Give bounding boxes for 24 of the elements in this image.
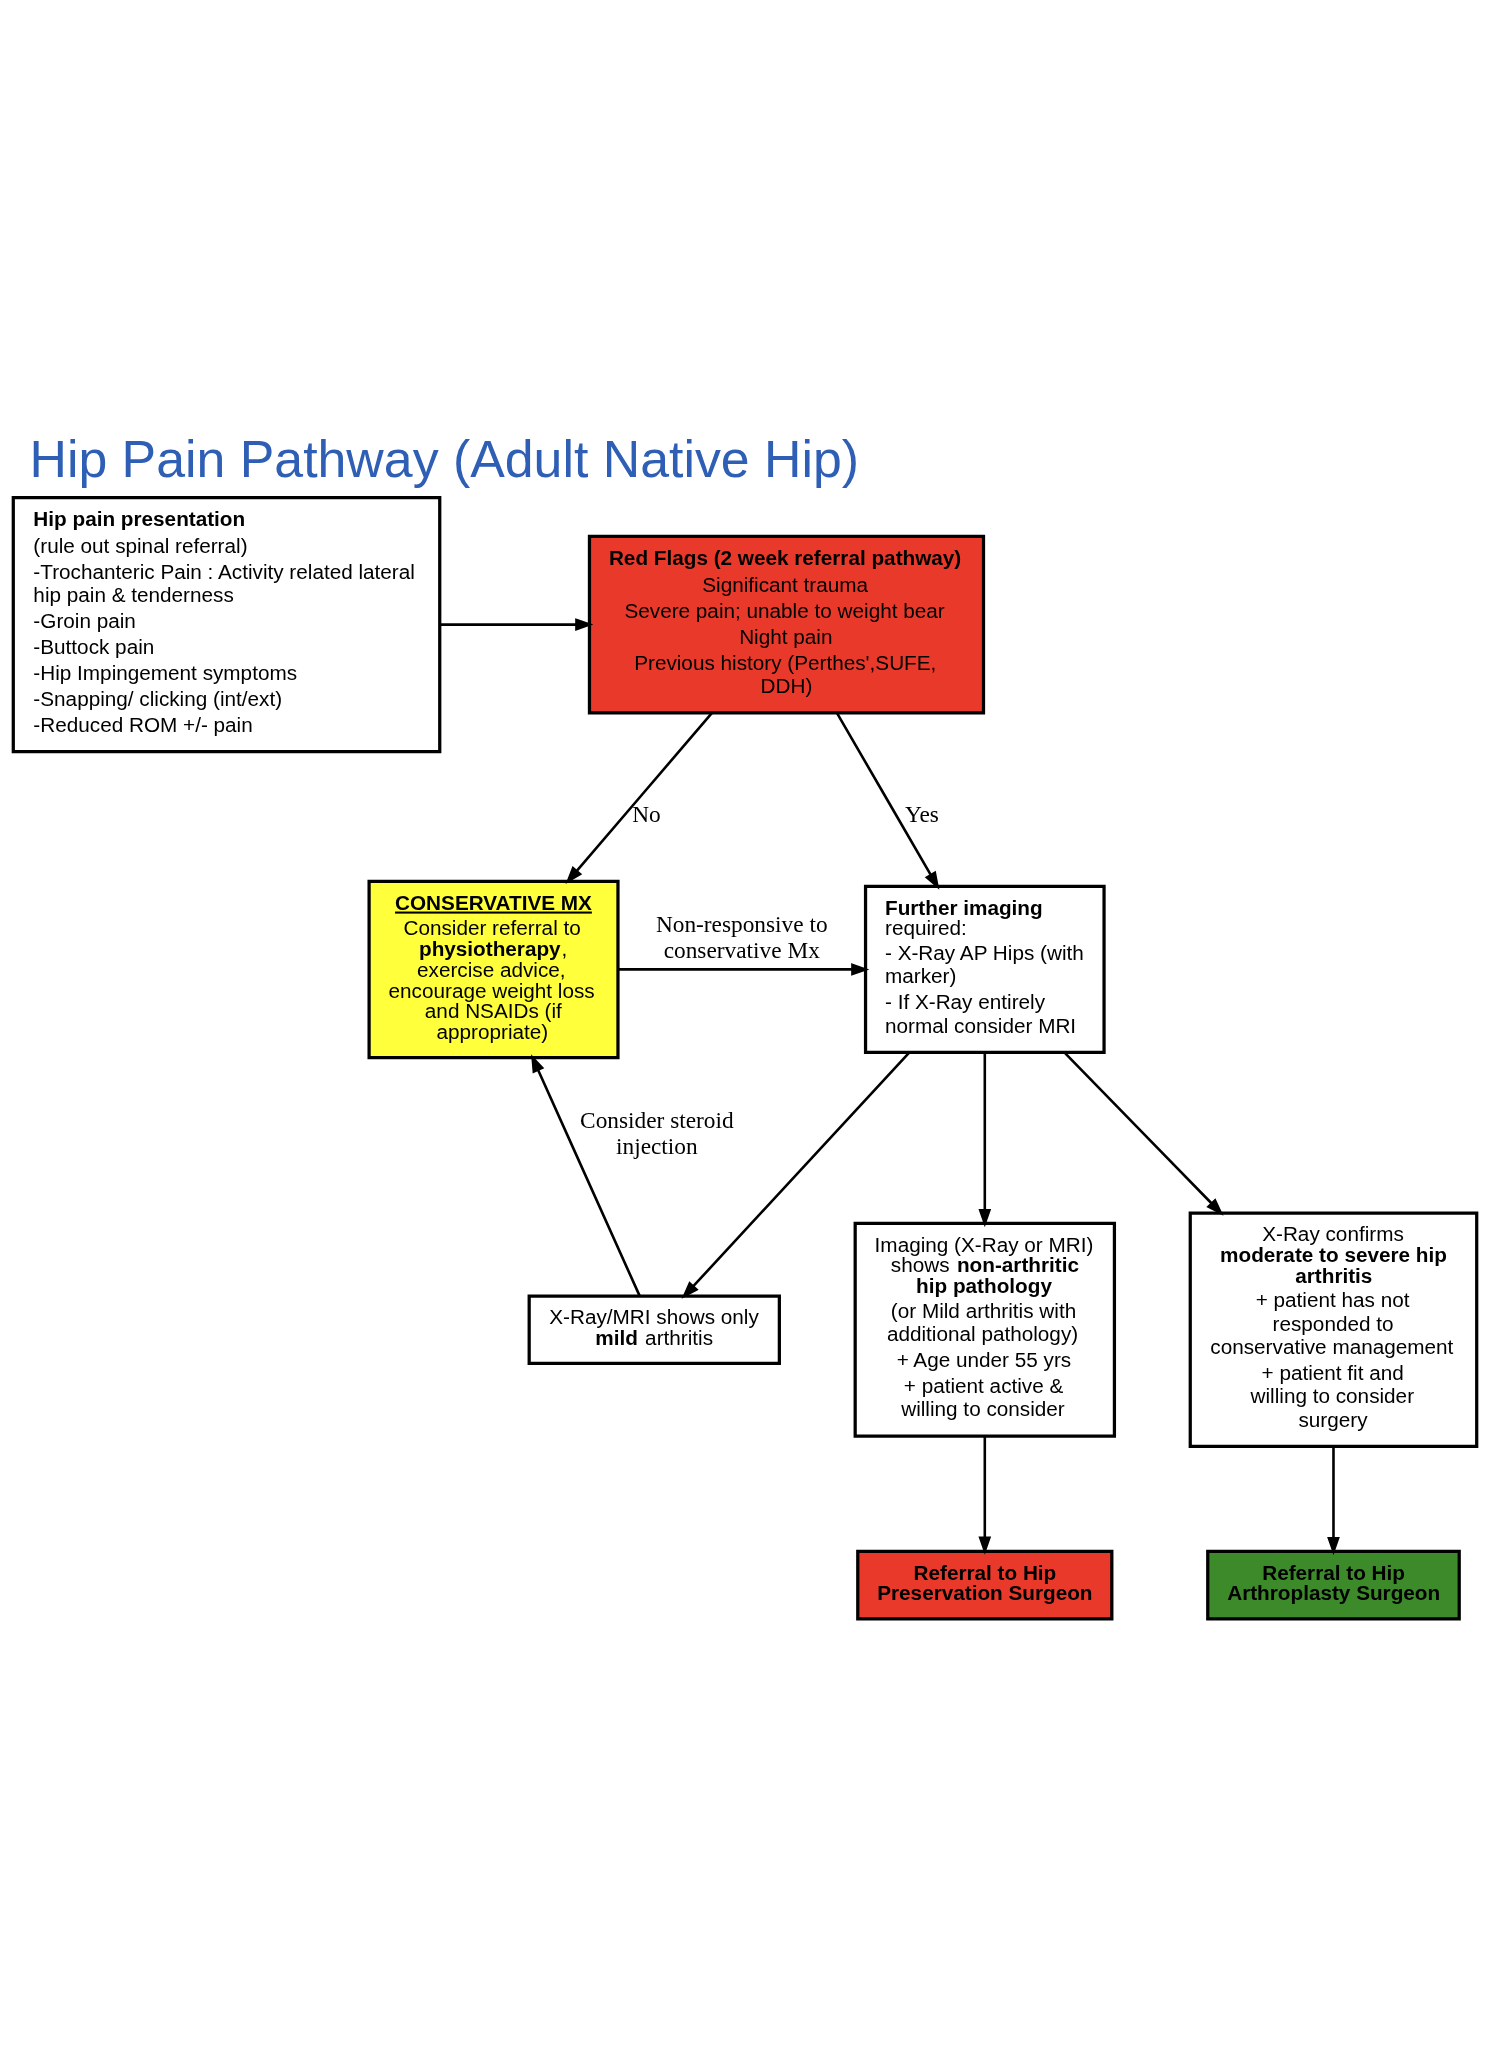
node-box: CONSERVATIVE MX Consider referral to physiotherapy, exercise advice, encourage weight loss and NSAIDs (if appropriate) <box>367 879 620 1059</box>
node-box: Further imaging required: - X-Ray AP Hips (with marker) - If X-Ray entirely normal consider MRI <box>863 884 1106 1054</box>
node-box: Referral to Hip Arthroplasty Surgeon <box>1206 1549 1461 1620</box>
edge-label: Yes <box>904 800 939 827</box>
edge-label: Consider steroid injection <box>580 1106 734 1159</box>
arrow <box>681 1051 910 1299</box>
arrow <box>565 711 713 884</box>
edge-label: No <box>632 800 661 827</box>
arrow <box>978 1052 992 1227</box>
arrow <box>1063 1051 1224 1216</box>
edge-label: Non-responsive to conservative Mx <box>655 910 828 963</box>
arrow <box>978 1435 992 1555</box>
node-box: Imaging (X-Ray or MRI) shows non-arthritic hip pathology (or Mild arthritis with additional pathology) + Age under 55 yrs + patient active & willing to consider <box>853 1221 1117 1438</box>
node-box: Referral to Hip Preservation Surgeon <box>856 1549 1114 1620</box>
node-box: X-Ray/MRI shows only mild arthritis <box>527 1293 781 1365</box>
arrow <box>1327 1446 1340 1555</box>
arrow <box>835 712 940 890</box>
diagram-title: Hip Pain Pathway (Adult Native Hip) <box>29 429 860 488</box>
node-box: X-Ray confirms moderate to severe hip arthritis + patient has not responded to conservative management + patient fit and willing to consider surgery <box>1188 1211 1479 1448</box>
arrow <box>531 1053 641 1296</box>
node-box: Hip pain presentation (rule out spinal referral) -Trochanteric Pain : Activity related lateral hip pain & tenderness -Groin pain -Buttock pain -Hip Impingement symptoms -Snapping/ clicking (int/ext) -Reduced ROM +/- pain <box>11 495 442 753</box>
arrow <box>618 962 870 976</box>
node-box: Red Flags (2 week referral pathway) Significant trauma Severe pain; unable to weight bear Night pain Previous history (Perthes',SUFE, DDH) <box>587 534 986 714</box>
arrow <box>439 617 594 631</box>
